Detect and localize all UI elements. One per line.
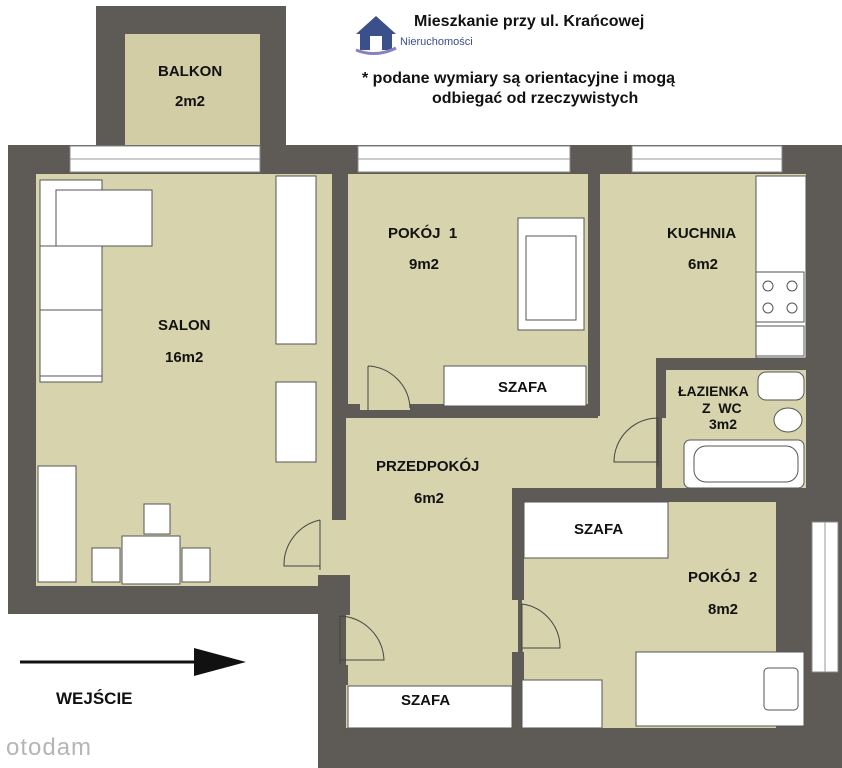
balcony <box>96 6 286 149</box>
salon-name: SALON <box>158 317 211 334</box>
wardrobe-label-pokoj2: SZAFA <box>574 521 624 538</box>
door-pokoj1 <box>367 365 411 410</box>
wardrobe-label-entry: SZAFA <box>401 692 451 709</box>
pokoj1-name: POKÓJ 1 <box>388 225 458 242</box>
door-lazienka <box>613 417 659 466</box>
pokoj1-area: 9m2 <box>409 256 440 273</box>
entrance-label: WEJŚCIE <box>56 689 133 708</box>
furniture <box>37 175 807 729</box>
wardrobe-label-pokoj1: SZAFA <box>498 379 548 396</box>
door-pokoj2 <box>521 603 561 652</box>
door-entry <box>339 615 385 664</box>
house-logo-icon <box>355 16 397 55</box>
dimensions-note-line-2: odbiegać od rzeczywistych <box>432 90 639 107</box>
entry-wardrobe <box>347 685 513 729</box>
przedpokoj-name: PRZEDPOKÓJ <box>376 458 480 475</box>
przedpokoj-area: 6m2 <box>414 490 445 507</box>
salon-desk <box>37 465 77 583</box>
balkon-area: 2m2 <box>175 93 206 110</box>
pokoj2-area: 8m2 <box>708 601 739 618</box>
sink <box>773 407 803 433</box>
lazienka-name: ŁAZIENKA <box>678 383 749 399</box>
arrow-right-icon <box>20 648 246 676</box>
balkon-name: BALKON <box>158 63 223 80</box>
pokoj1-wardrobe <box>443 365 587 407</box>
windows <box>69 145 839 673</box>
toilet <box>757 371 805 401</box>
doors <box>283 365 659 664</box>
pokoj2-cabinet <box>521 679 603 729</box>
pokoj2-name: POKÓJ 2 <box>688 569 758 586</box>
lazienka-line2: Z WC <box>702 400 742 416</box>
salon-cabinet-low <box>275 381 317 463</box>
dimensions-note-line-1: * podane wymiary są orientacyjne i mogą <box>362 70 675 87</box>
watermark: otodam <box>6 734 93 761</box>
salon-cabinet <box>275 175 317 345</box>
door-salon <box>283 519 321 570</box>
kuchnia-area: 6m2 <box>688 256 719 273</box>
dining-table <box>121 535 181 585</box>
kuchnia-name: KUCHNIA <box>667 225 737 242</box>
pokoj2-wardrobe <box>523 501 669 559</box>
salon-area: 16m2 <box>165 349 204 366</box>
logo-text: Nieruchomości <box>400 36 473 48</box>
plan-title: Mieszkanie przy ul. Krańcowej <box>414 13 645 30</box>
lazienka-area: 3m2 <box>709 416 738 432</box>
